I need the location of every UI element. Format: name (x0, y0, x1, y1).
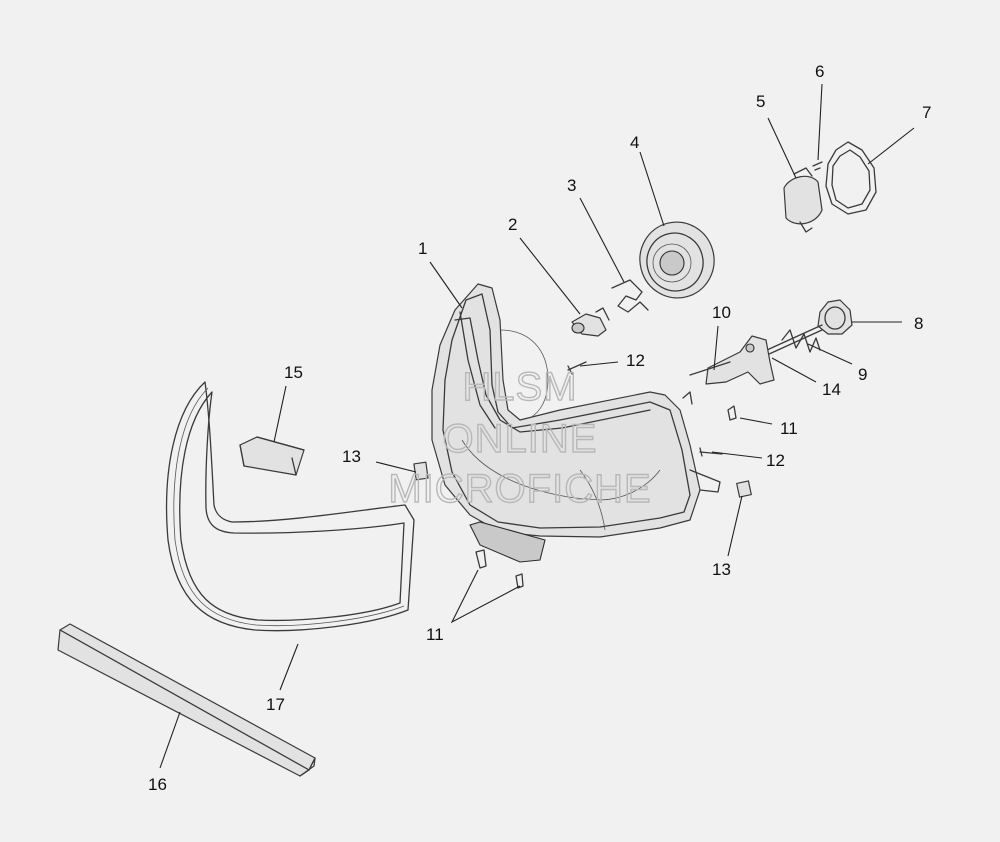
part-clips (413, 461, 752, 498)
callout-14: 14 (822, 380, 841, 399)
watermark-line-3: MICROFICHE (388, 467, 651, 511)
watermark-line-1: HLSM (462, 365, 577, 409)
callout-4: 4 (630, 133, 639, 152)
callout-12-upper: 12 (626, 351, 645, 370)
part-spring-clip (611, 279, 649, 313)
callout-17: 17 (266, 695, 285, 714)
part-bolts (567, 361, 723, 457)
watermark-line-2: ONLINE (443, 417, 598, 461)
part-gasket (825, 141, 877, 215)
callout-13-left: 13 (342, 447, 361, 466)
callout-5: 5 (756, 92, 765, 111)
callout-8: 8 (914, 314, 923, 333)
callout-15: 15 (284, 363, 303, 382)
callout-6: 6 (815, 62, 824, 81)
callout-11-lower: 11 (426, 625, 444, 644)
part-cap (783, 167, 823, 233)
callout-1: 1 (418, 239, 427, 258)
part-pad (239, 436, 305, 476)
callout-13-right: 13 (712, 560, 731, 579)
part-seal-ring (165, 381, 415, 632)
callout-7: 7 (922, 103, 931, 122)
part-bulb (571, 307, 610, 337)
callout-labels: 1 2 3 4 5 6 7 8 9 10 11 11 12 12 13 13 1… (148, 62, 931, 794)
part-foam-strip (57, 623, 316, 777)
part-adjuster-knob (817, 299, 853, 335)
callout-12-lower: 12 (766, 451, 785, 470)
part-bracket (689, 335, 775, 385)
part-headlamp-housing (431, 283, 721, 563)
callout-10: 10 (712, 303, 731, 322)
callout-16: 16 (148, 775, 167, 794)
callout-11-upper: 11 (780, 419, 798, 438)
leader-lines (159, 83, 915, 769)
callout-3: 3 (567, 176, 576, 195)
part-screws (475, 405, 737, 589)
part-pin (812, 161, 823, 171)
callout-9: 9 (858, 365, 867, 384)
part-dust-cover (639, 221, 715, 299)
callout-2: 2 (508, 215, 517, 234)
watermark: HLSM ONLINE MICROFICHE (388, 364, 652, 511)
